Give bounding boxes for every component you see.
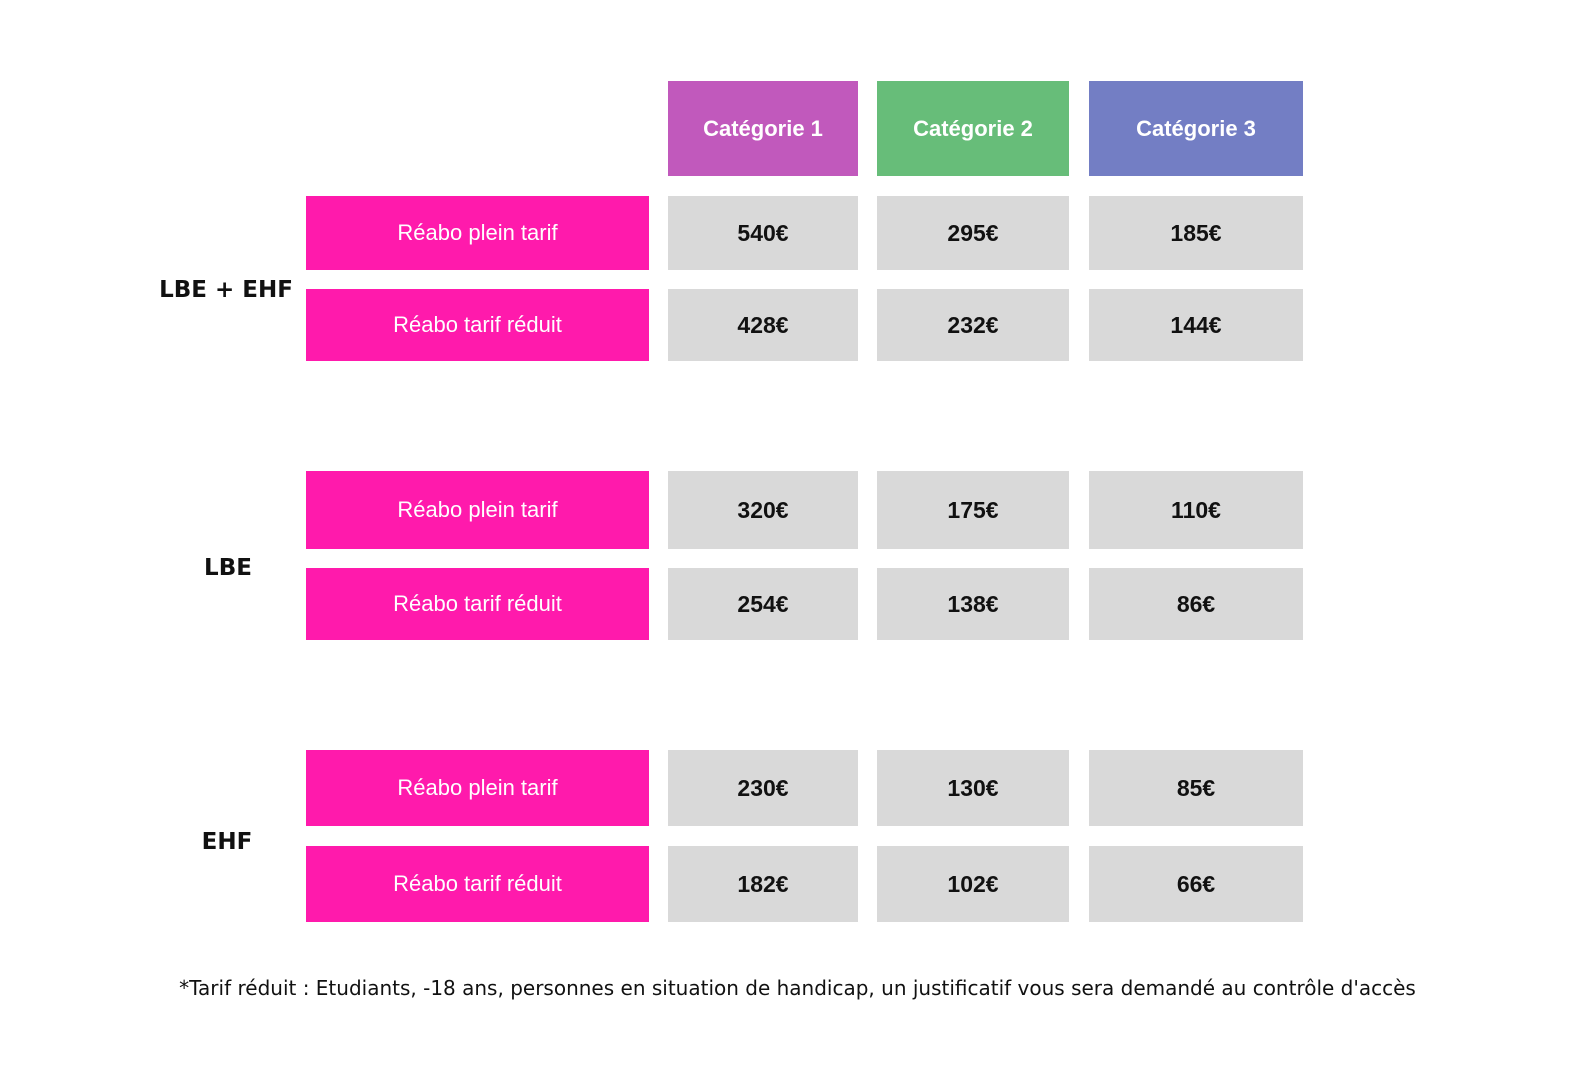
price-cell: 254€: [668, 568, 858, 640]
row-label: Réabo tarif réduit: [306, 289, 649, 361]
group-label-ehf: EHF: [201, 829, 253, 855]
row-label: Réabo plein tarif: [306, 471, 649, 549]
price-cell: 102€: [877, 846, 1069, 922]
price-cell: 540€: [668, 196, 858, 270]
price-cell: 320€: [668, 471, 858, 549]
category-2-header: Catégorie 2: [877, 81, 1069, 176]
footnote: *Tarif réduit : Etudiants, -18 ans, pers…: [179, 976, 1416, 1000]
price-cell: 230€: [668, 750, 858, 826]
row-label: Réabo tarif réduit: [306, 846, 649, 922]
price-cell: 182€: [668, 846, 858, 922]
category-1-header: Catégorie 1: [668, 81, 858, 176]
price-cell: 295€: [877, 196, 1069, 270]
price-cell: 428€: [668, 289, 858, 361]
group-label-lbe: LBE: [204, 555, 252, 581]
price-cell: 175€: [877, 471, 1069, 549]
category-3-header: Catégorie 3: [1089, 81, 1303, 176]
price-cell: 110€: [1089, 471, 1303, 549]
price-cell: 138€: [877, 568, 1069, 640]
price-cell: 232€: [877, 289, 1069, 361]
price-cell: 85€: [1089, 750, 1303, 826]
price-cell: 66€: [1089, 846, 1303, 922]
row-label: Réabo tarif réduit: [306, 568, 649, 640]
price-cell: 185€: [1089, 196, 1303, 270]
price-cell: 144€: [1089, 289, 1303, 361]
row-label: Réabo plein tarif: [306, 750, 649, 826]
row-label: Réabo plein tarif: [306, 196, 649, 270]
price-cell: 86€: [1089, 568, 1303, 640]
group-label-lbe-ehf: LBE + EHF: [159, 277, 293, 303]
price-cell: 130€: [877, 750, 1069, 826]
